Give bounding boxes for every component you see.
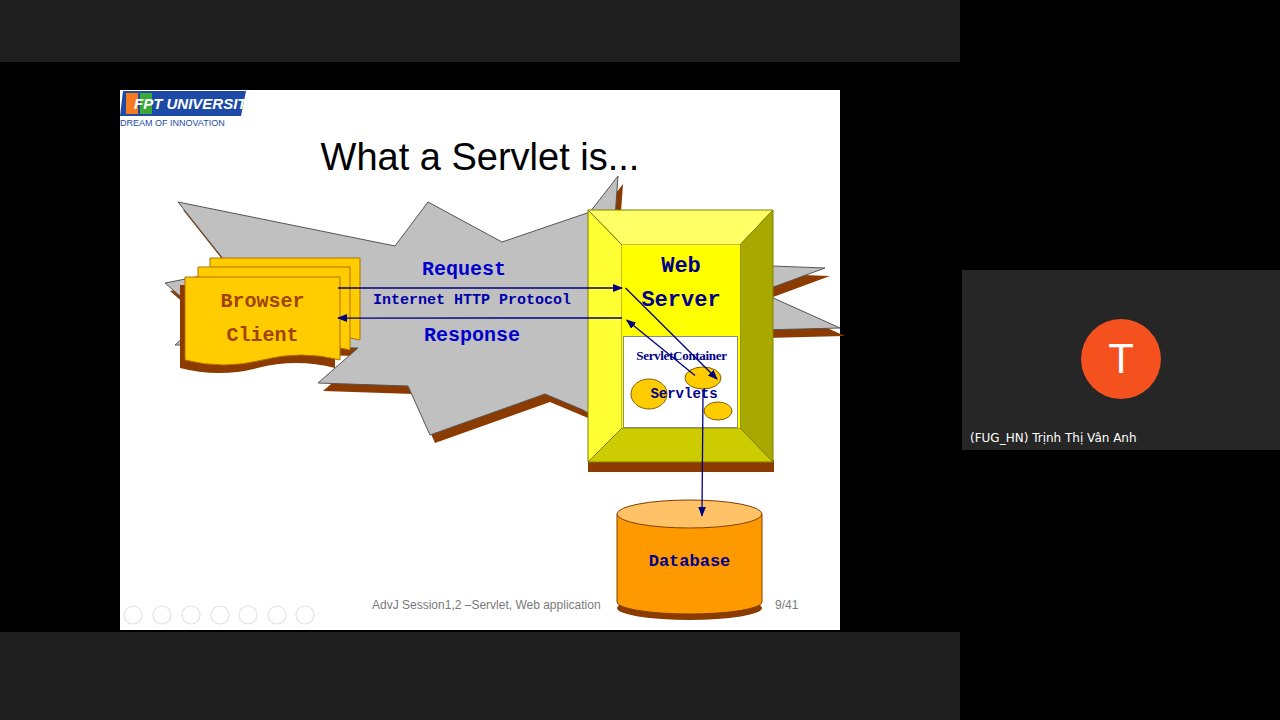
database-cylinder: Database [617, 498, 762, 620]
node-label: ServletContainer [624, 347, 739, 365]
server-panel: Web ServerServletContainerServlets [622, 245, 740, 428]
frame-bevel [588, 210, 622, 462]
edge-label: Request [422, 258, 506, 282]
avatar-circle: T [1081, 319, 1161, 399]
node-outline [180, 258, 338, 370]
starburst [165, 176, 840, 435]
logo-text: FPT UNIVERSITY [120, 92, 246, 115]
client-stack: Browser Client [180, 258, 338, 370]
bottom-band [0, 632, 960, 720]
logo-banner [120, 91, 246, 116]
slide-title: What a Servlet is... [120, 134, 840, 180]
connector-arrow [627, 320, 695, 376]
connector-arrow [626, 288, 717, 379]
card [185, 277, 340, 365]
connector-arrow [702, 390, 703, 516]
connector-arrow [338, 287, 622, 288]
servlet-group: Servlets [629, 364, 739, 422]
logo-slogan: DREAM OF INNOVATION [120, 117, 225, 129]
top-band [0, 0, 960, 62]
servlet-ellipse [704, 402, 732, 420]
avatar-initial: T [1081, 319, 1161, 399]
node-label: Browser Client [185, 277, 340, 360]
node-label: Database [617, 548, 762, 576]
cylinder-body [617, 514, 762, 614]
connector-arrow [338, 317, 622, 318]
slide-toolbar [124, 606, 314, 624]
slide-footer: AdvJ Session1,2 –Servlet, Web applicatio… [372, 598, 601, 612]
node-label: Web Server [622, 250, 740, 318]
container-box: ServletContainerServlets [623, 336, 738, 428]
frame-bevel [740, 210, 773, 462]
participant-name: (FUG_HN) Trịnh Thị Vân Anh [970, 430, 1270, 446]
edge-label: Response [424, 324, 520, 348]
frame-bevel [588, 428, 773, 462]
protocol-label: Internet HTTP Protocol [373, 292, 571, 310]
slide [120, 90, 840, 630]
node-label: Servlets [629, 385, 739, 403]
page-number: 9/41 [775, 598, 798, 612]
cylinder-top [617, 500, 762, 528]
participant-tile: (FUG_HN) Trịnh Thị Vân Anh T [962, 270, 1280, 450]
